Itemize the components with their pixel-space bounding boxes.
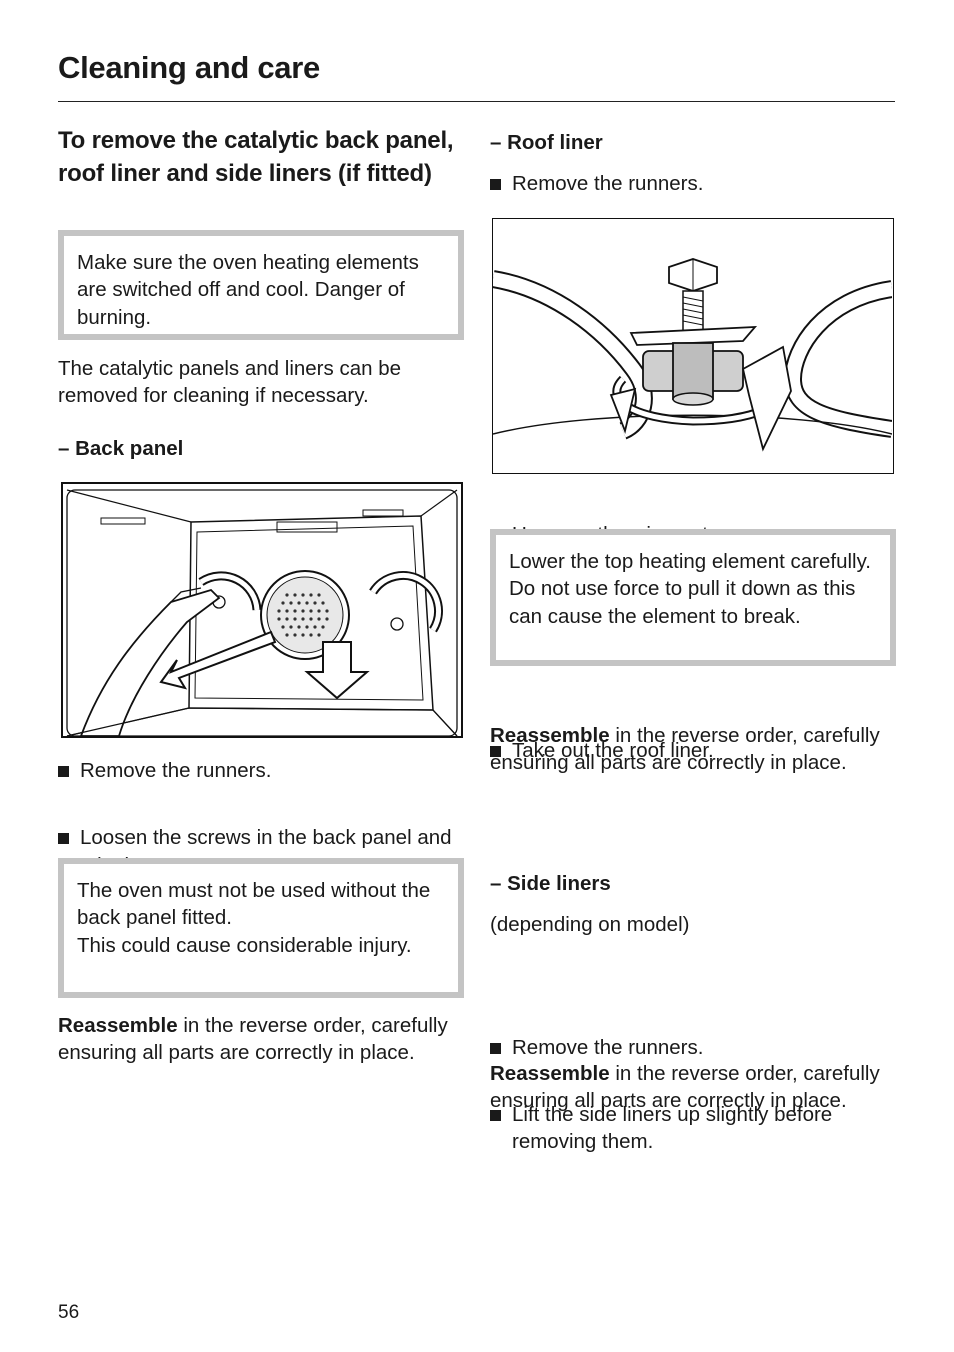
page-number: 56: [58, 1302, 80, 1323]
warning-box-heating-element: Lower the top heating element carefully.…: [490, 529, 896, 666]
list-item-text: Remove the runners.: [512, 1035, 704, 1059]
bullet-square-icon: [490, 179, 501, 190]
section-heading: To remove the catalytic back panel, roof…: [58, 127, 454, 187]
warning-text: Lower the top heating element carefully.…: [509, 550, 872, 628]
bullet-square-icon: [58, 766, 69, 777]
reassemble-label: Reassemble: [490, 724, 610, 747]
left-column: To remove the catalytic back panel, roof…: [58, 0, 464, 1064]
back-panel-illustration: [61, 482, 463, 738]
wing-nut-illustration: [492, 218, 894, 474]
list-item: Remove the runners.: [490, 170, 918, 197]
page-title: Cleaning and care: [58, 50, 320, 85]
model-note: (depending on model): [490, 913, 690, 936]
reassemble-text: in the reverse order, carefully ensuring…: [490, 724, 880, 775]
warning-text: Make sure the oven heating elements are …: [77, 251, 419, 329]
bullet-square-icon: [490, 1042, 501, 1054]
bullet-square-icon: [490, 1110, 501, 1122]
reassemble-paragraph: Reassemble in the reverse order, careful…: [58, 1012, 464, 1067]
intro-paragraph: The catalytic panels and liners can be r…: [58, 357, 402, 408]
reassemble-label: Reassemble: [58, 1014, 178, 1037]
warning-box-burning: Make sure the oven heating elements are …: [58, 230, 464, 340]
list-item: Remove the runners.: [58, 757, 486, 784]
reassemble-label: Reassemble: [490, 1062, 610, 1085]
list-item: Remove the runners.: [490, 1034, 918, 1061]
side-liners-heading: – Side liners: [490, 872, 611, 895]
reassemble-paragraph: Reassemble in the reverse order, careful…: [490, 722, 896, 777]
reassemble-text: in the reverse order, carefully ensuring…: [490, 1062, 880, 1113]
bullet-square-icon: [58, 833, 69, 845]
bullet-square-icon: [490, 745, 501, 757]
back-panel-heading: – Back panel: [58, 437, 184, 460]
reassemble-text: in the reverse order, carefully ensuring…: [58, 1014, 448, 1065]
list-item: Take out the roof liner.: [490, 737, 918, 764]
list-item-text: Remove the runners.: [512, 172, 704, 195]
list-item-text: Take out the roof liner.: [512, 738, 714, 762]
warning-box-back-panel: The oven must not be used without the ba…: [58, 858, 464, 998]
list-item: Lift the side liners up slightly before …: [490, 1101, 918, 1156]
list-item-text: Remove the runners.: [80, 759, 272, 782]
list-item-text: Lift the side liners up slightly before …: [512, 1103, 833, 1154]
title-divider: [58, 101, 895, 102]
warning-text: The oven must not be used without the ba…: [77, 879, 431, 930]
right-column: – Roof liner Remove the runners.: [490, 0, 896, 1153]
roof-liner-heading: – Roof liner: [490, 131, 603, 154]
warning-text: This could cause considerable injury.: [77, 933, 412, 957]
reassemble-paragraph: Reassemble in the reverse order, careful…: [490, 1060, 896, 1115]
